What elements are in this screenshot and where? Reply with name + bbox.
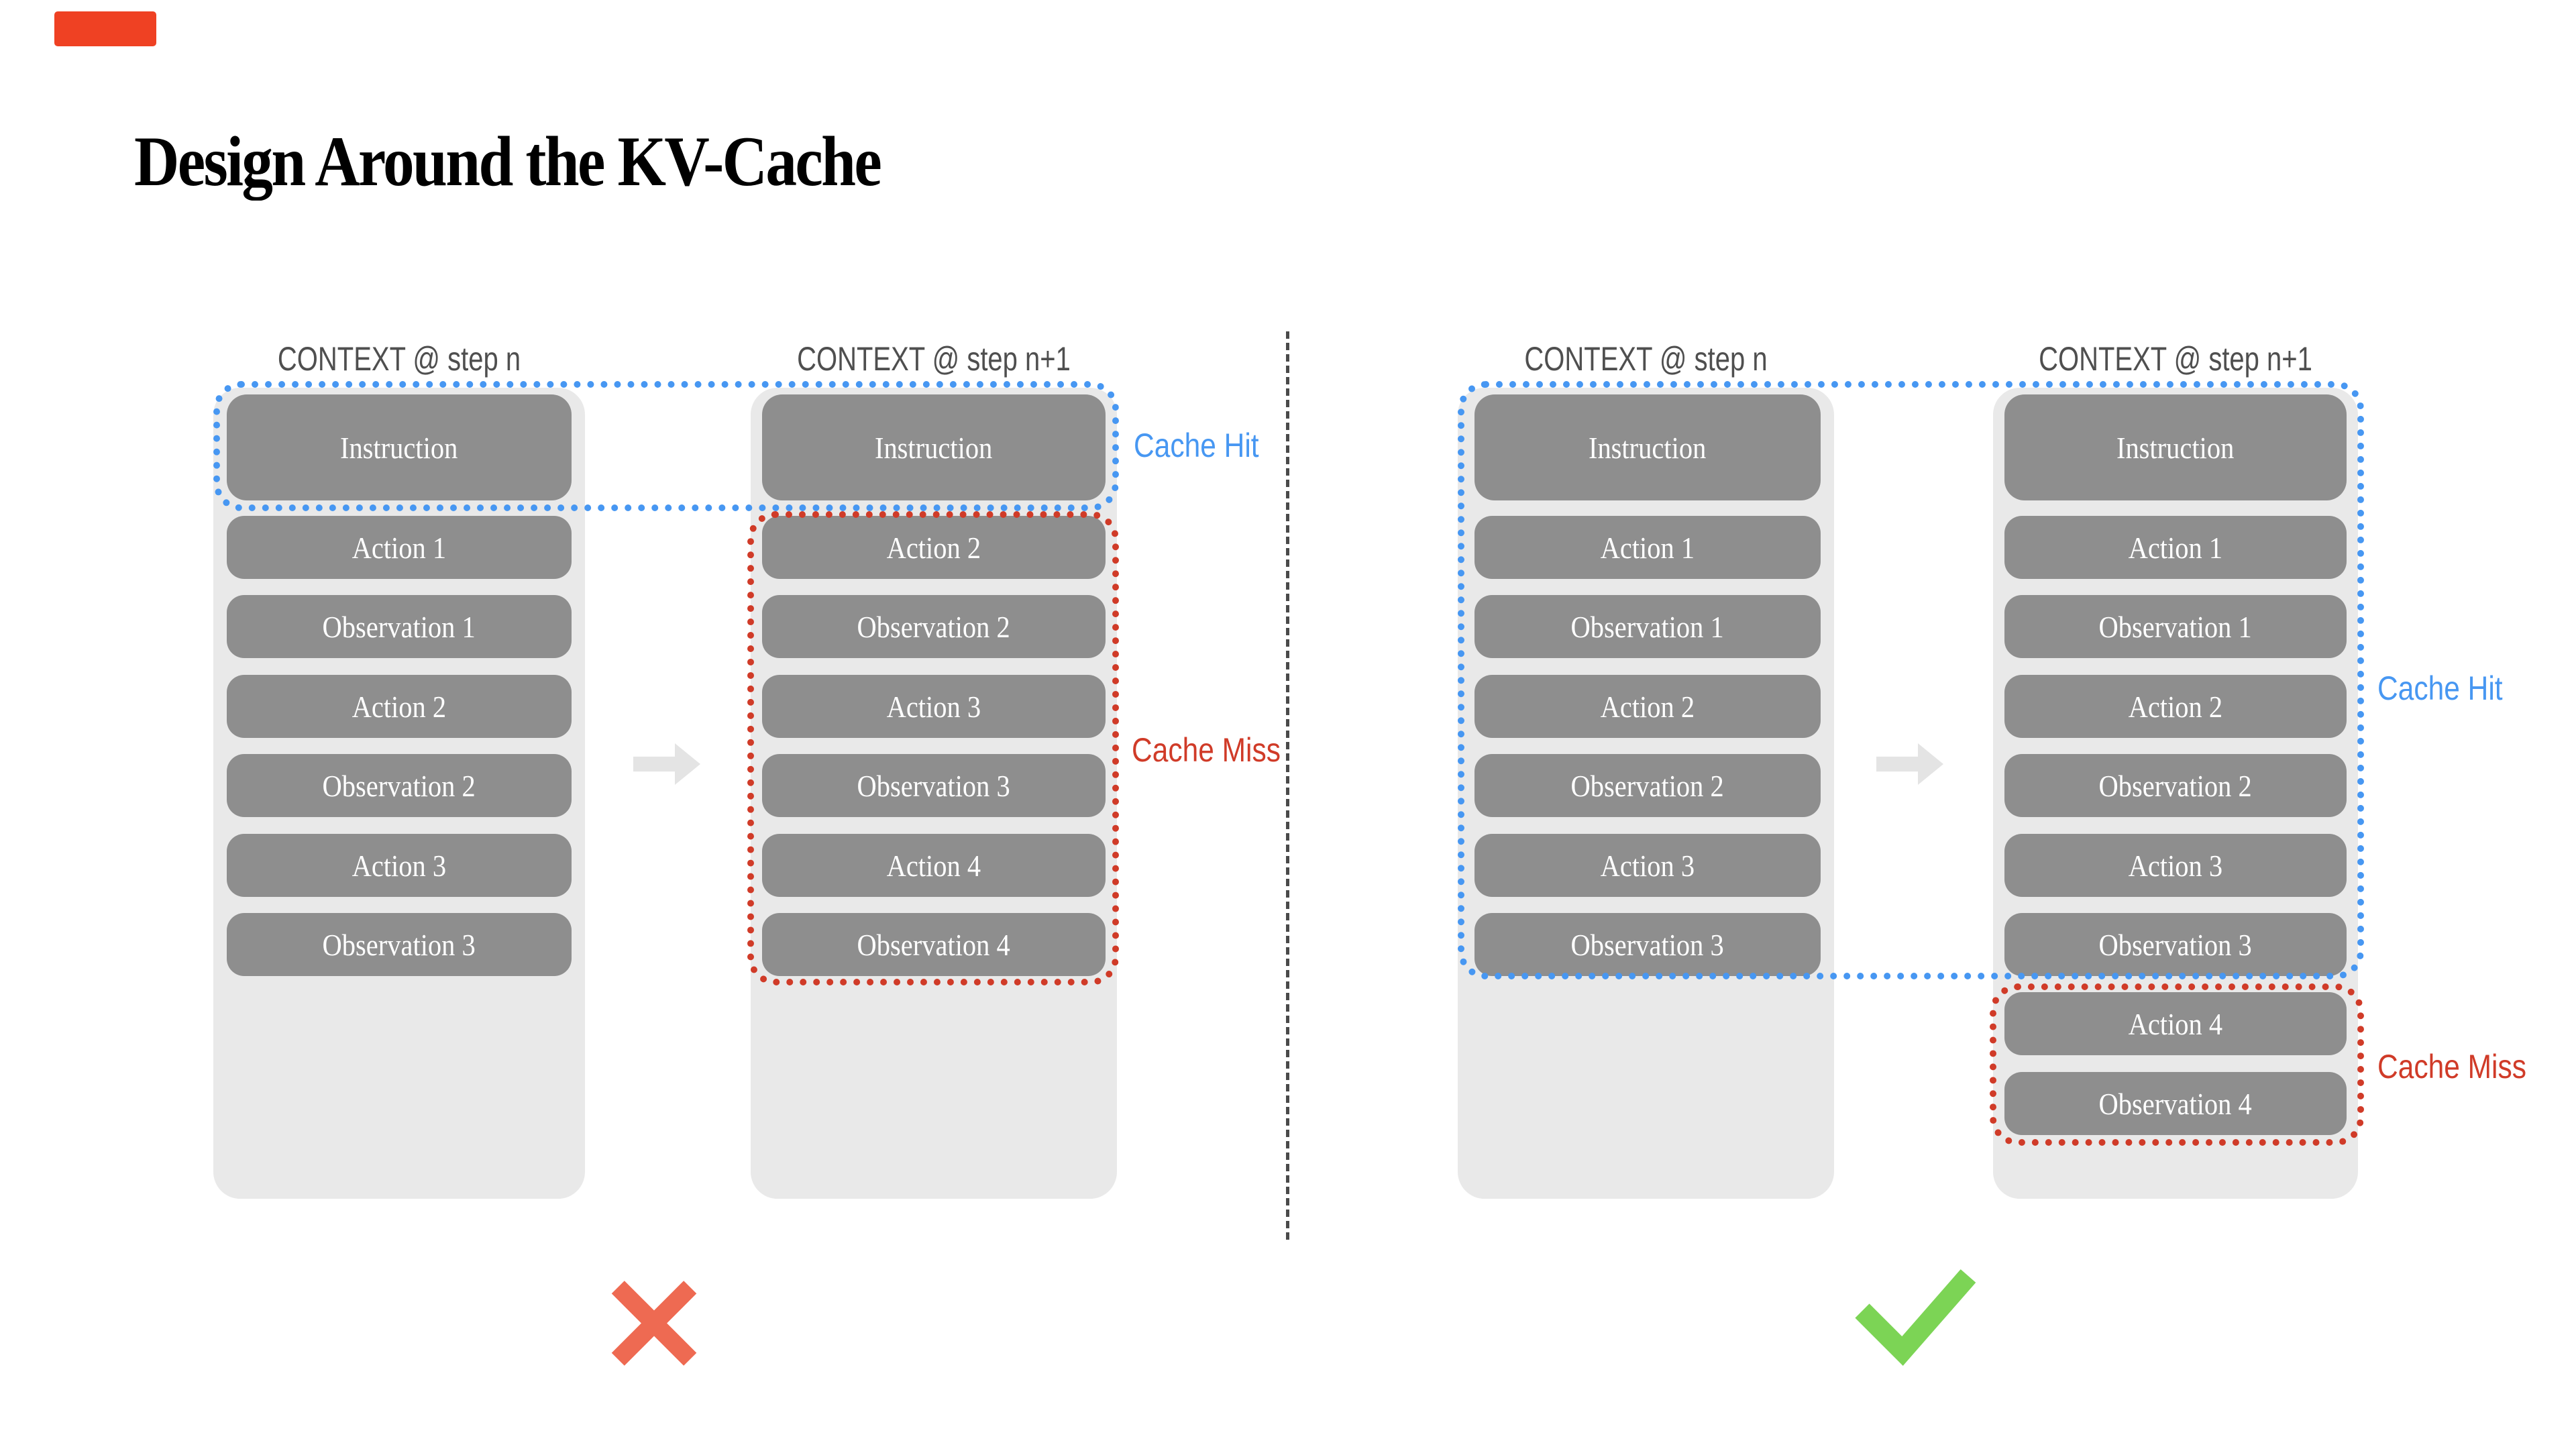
context-step-n1-header-left: CONTEXT @ step n+1 <box>797 340 1071 378</box>
context-box: Instruction <box>227 394 572 500</box>
context-box: Action 2 <box>227 675 572 738</box>
context-box: Observation 2 <box>762 595 1106 658</box>
cache-miss-label-right: Cache Miss <box>2377 1048 2527 1085</box>
context-box: Observation 2 <box>2004 754 2347 817</box>
context-box: Observation 4 <box>2004 1072 2347 1135</box>
context-box: Observation 1 <box>2004 595 2347 658</box>
context-step-n-header-left: CONTEXT @ step n <box>277 340 521 378</box>
right-arrow-icon <box>1876 743 1943 785</box>
section-divider <box>1286 331 1289 1244</box>
context-box: Action 2 <box>1474 675 1821 738</box>
context-box: Instruction <box>2004 394 2347 500</box>
context-box: Action 3 <box>227 834 572 897</box>
context-box: Action 1 <box>227 516 572 579</box>
context-box: Action 3 <box>762 675 1106 738</box>
context-box: Instruction <box>1474 394 1821 500</box>
context-box: Observation 4 <box>762 913 1106 976</box>
context-box: Action 1 <box>1474 516 1821 579</box>
context-box: Action 4 <box>2004 992 2347 1055</box>
context-box: Observation 3 <box>762 754 1106 817</box>
cache-hit-label-left: Cache Hit <box>1134 427 1259 464</box>
context-step-n-header-right: CONTEXT @ step n <box>1524 340 1768 378</box>
check-icon <box>1855 1269 1976 1366</box>
context-box: Observation 3 <box>227 913 572 976</box>
context-step-n1-header-right: CONTEXT @ step n+1 <box>2039 340 2312 378</box>
context-box: Action 3 <box>1474 834 1821 897</box>
context-box: Instruction <box>762 394 1106 500</box>
context-box: Action 3 <box>2004 834 2347 897</box>
context-box: Action 2 <box>2004 675 2347 738</box>
context-box: Action 1 <box>2004 516 2347 579</box>
context-box: Action 4 <box>762 834 1106 897</box>
right-arrow-icon <box>633 743 700 785</box>
context-box: Observation 2 <box>1474 754 1821 817</box>
context-box: Action 2 <box>762 516 1106 579</box>
context-box: Observation 1 <box>1474 595 1821 658</box>
context-box: Observation 3 <box>2004 913 2347 976</box>
brand-mark <box>54 11 156 46</box>
page-title: Design Around the KV-Cache <box>134 122 882 201</box>
context-box: Observation 1 <box>227 595 572 658</box>
cache-miss-label-left: Cache Miss <box>1132 731 1281 769</box>
context-box: Observation 2 <box>227 754 572 817</box>
cache-hit-label-right: Cache Hit <box>2377 669 2503 707</box>
context-box: Observation 3 <box>1474 913 1821 976</box>
